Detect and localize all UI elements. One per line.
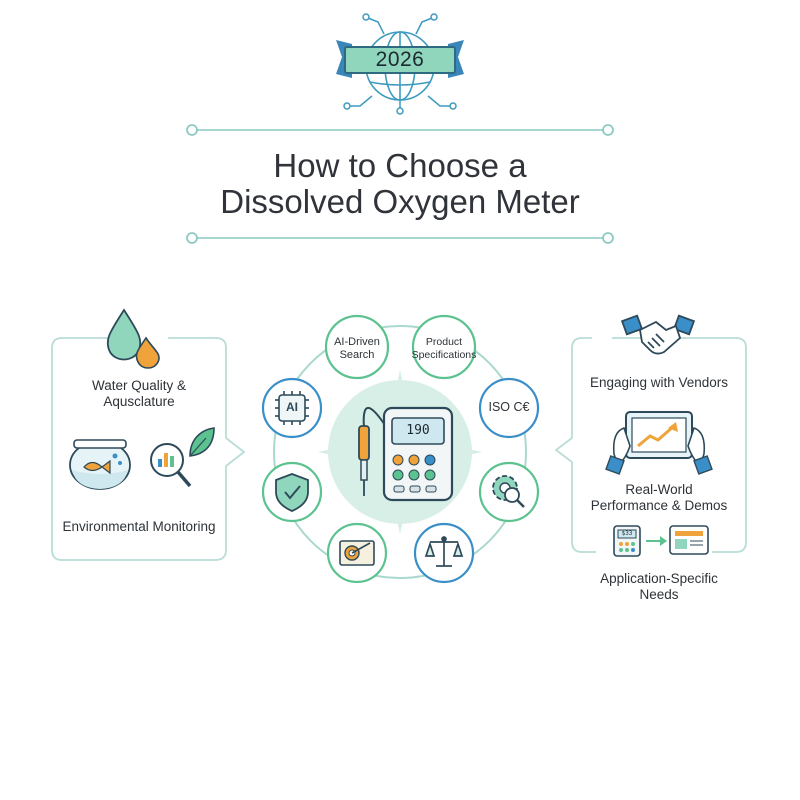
ai-chip-text: AI [286, 400, 298, 414]
node-ai-driven-search [324, 314, 390, 380]
label-application-specific: Application-Specific Needs [600, 571, 718, 602]
meter-display-reading: 190 [406, 423, 430, 438]
hub-ring [273, 325, 527, 579]
title-divider-bottom [186, 232, 614, 244]
scale-icon [424, 536, 464, 567]
ai-chip-icon [275, 391, 309, 425]
page-title-line2: Dissolved Oxygen Meter [220, 183, 580, 220]
target-tag-icon [339, 540, 375, 566]
label-engaging-vendors: Engaging with Vendors [589, 375, 729, 390]
do-meter-icon [358, 406, 454, 502]
page-title-line1: How to Choose a [273, 147, 527, 184]
mini-meter-reading: $33 [621, 530, 633, 537]
handshake-icon [620, 314, 696, 355]
magnifier-chart-icon [150, 443, 192, 488]
tablet-chart-icon [605, 411, 713, 475]
right-panel-frame [554, 337, 747, 553]
title-divider-top [186, 124, 614, 136]
shield-check-icon [275, 473, 309, 512]
label-water-quality: Water Quality & Aqusclature [91, 378, 187, 409]
water-drops-icon [106, 308, 160, 369]
meter-to-screen-icon [613, 525, 709, 557]
fish-bowl-icon [69, 439, 131, 490]
gear-magnifier-icon [492, 475, 525, 508]
leaf-icon [189, 427, 215, 457]
node-iso-ce [478, 377, 540, 439]
circuit-lines [350, 17, 450, 108]
left-panel-frame [51, 337, 246, 561]
label-environmental-monitoring: Environmental Monitoring [62, 519, 216, 534]
node-product-specifications [411, 314, 477, 380]
diagram-graphics [51, 308, 747, 584]
label-ai-driven-search: AI-Driven Search [334, 336, 380, 361]
year-badge: 2026 [344, 46, 456, 74]
label-real-world-performance: Real-World Performance & Demos [590, 482, 728, 513]
label-product-specifications: Product Specifications [411, 336, 477, 361]
label-iso-ce: ISO C€ [488, 400, 530, 414]
